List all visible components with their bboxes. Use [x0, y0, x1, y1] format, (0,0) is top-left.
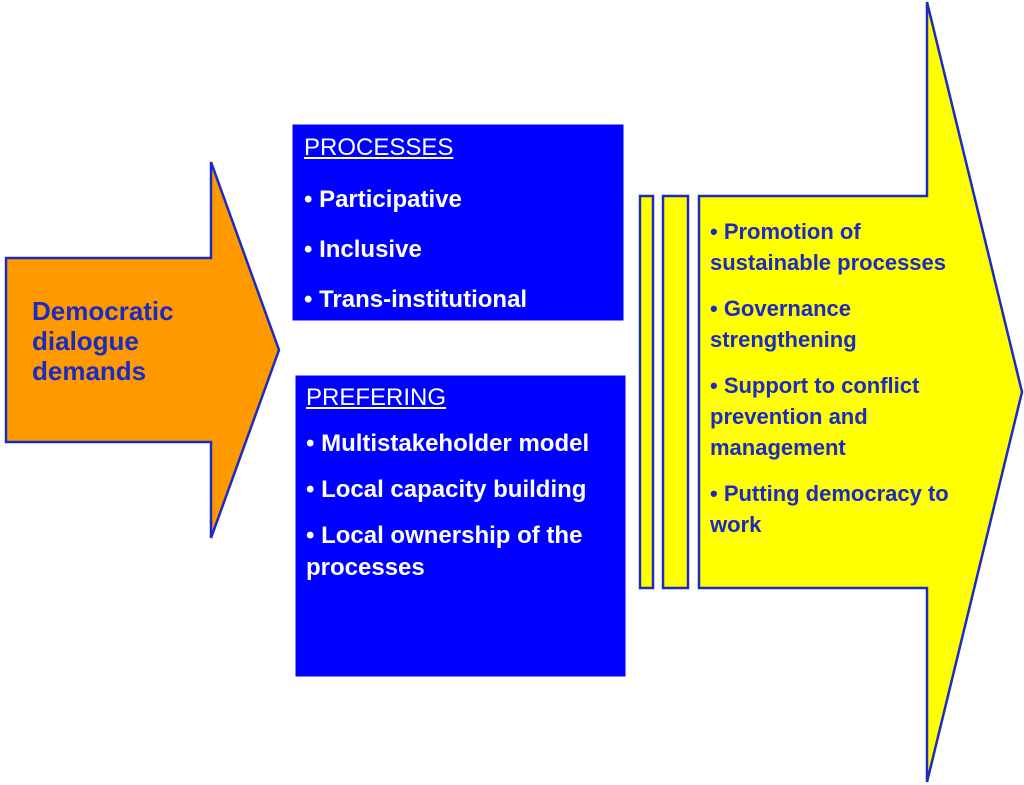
prefering-item: • Local capacity building	[306, 476, 587, 503]
left-arrow-shape	[4, 161, 281, 539]
prefering-item: • Multistakeholder model	[306, 430, 590, 457]
prefering-box-shape	[294, 374, 627, 678]
outcome-item: • Putting democracy to work	[710, 481, 949, 537]
processes-box-shape	[291, 123, 625, 322]
prefering-item: • Local ownership of the processes	[306, 522, 583, 581]
connector-bar-right	[661, 194, 690, 590]
left-arrow-line-2: dialogue	[32, 326, 139, 356]
right-arrow-shape	[697, 1, 1024, 783]
prefering-heading: PREFERING	[306, 384, 447, 411]
outcome-item: • Support to conflict prevention and man…	[710, 373, 920, 460]
outcome-item: • Governance strengthening	[710, 296, 857, 352]
left-arrow-line-3: demands	[32, 356, 147, 386]
prefering-box: PREFERING • Multistakeholder model • Loc…	[306, 384, 622, 598]
connector-bar-left	[638, 194, 655, 590]
processes-item: • Participative	[304, 186, 462, 213]
processes-box: PROCESSES • Participative • Inclusive • …	[304, 134, 622, 334]
processes-item: • Inclusive	[304, 236, 422, 263]
outcome-item: • Promotion of sustainable processes	[710, 219, 947, 275]
left-arrow-label: Democratic dialogue demands	[32, 296, 212, 386]
processes-item: • Trans-institutional	[304, 286, 528, 313]
right-arrow-label: • Promotion of sustainable processes • G…	[710, 216, 965, 555]
left-arrow-line-1: Democratic	[32, 296, 174, 326]
processes-heading: PROCESSES	[304, 134, 454, 161]
